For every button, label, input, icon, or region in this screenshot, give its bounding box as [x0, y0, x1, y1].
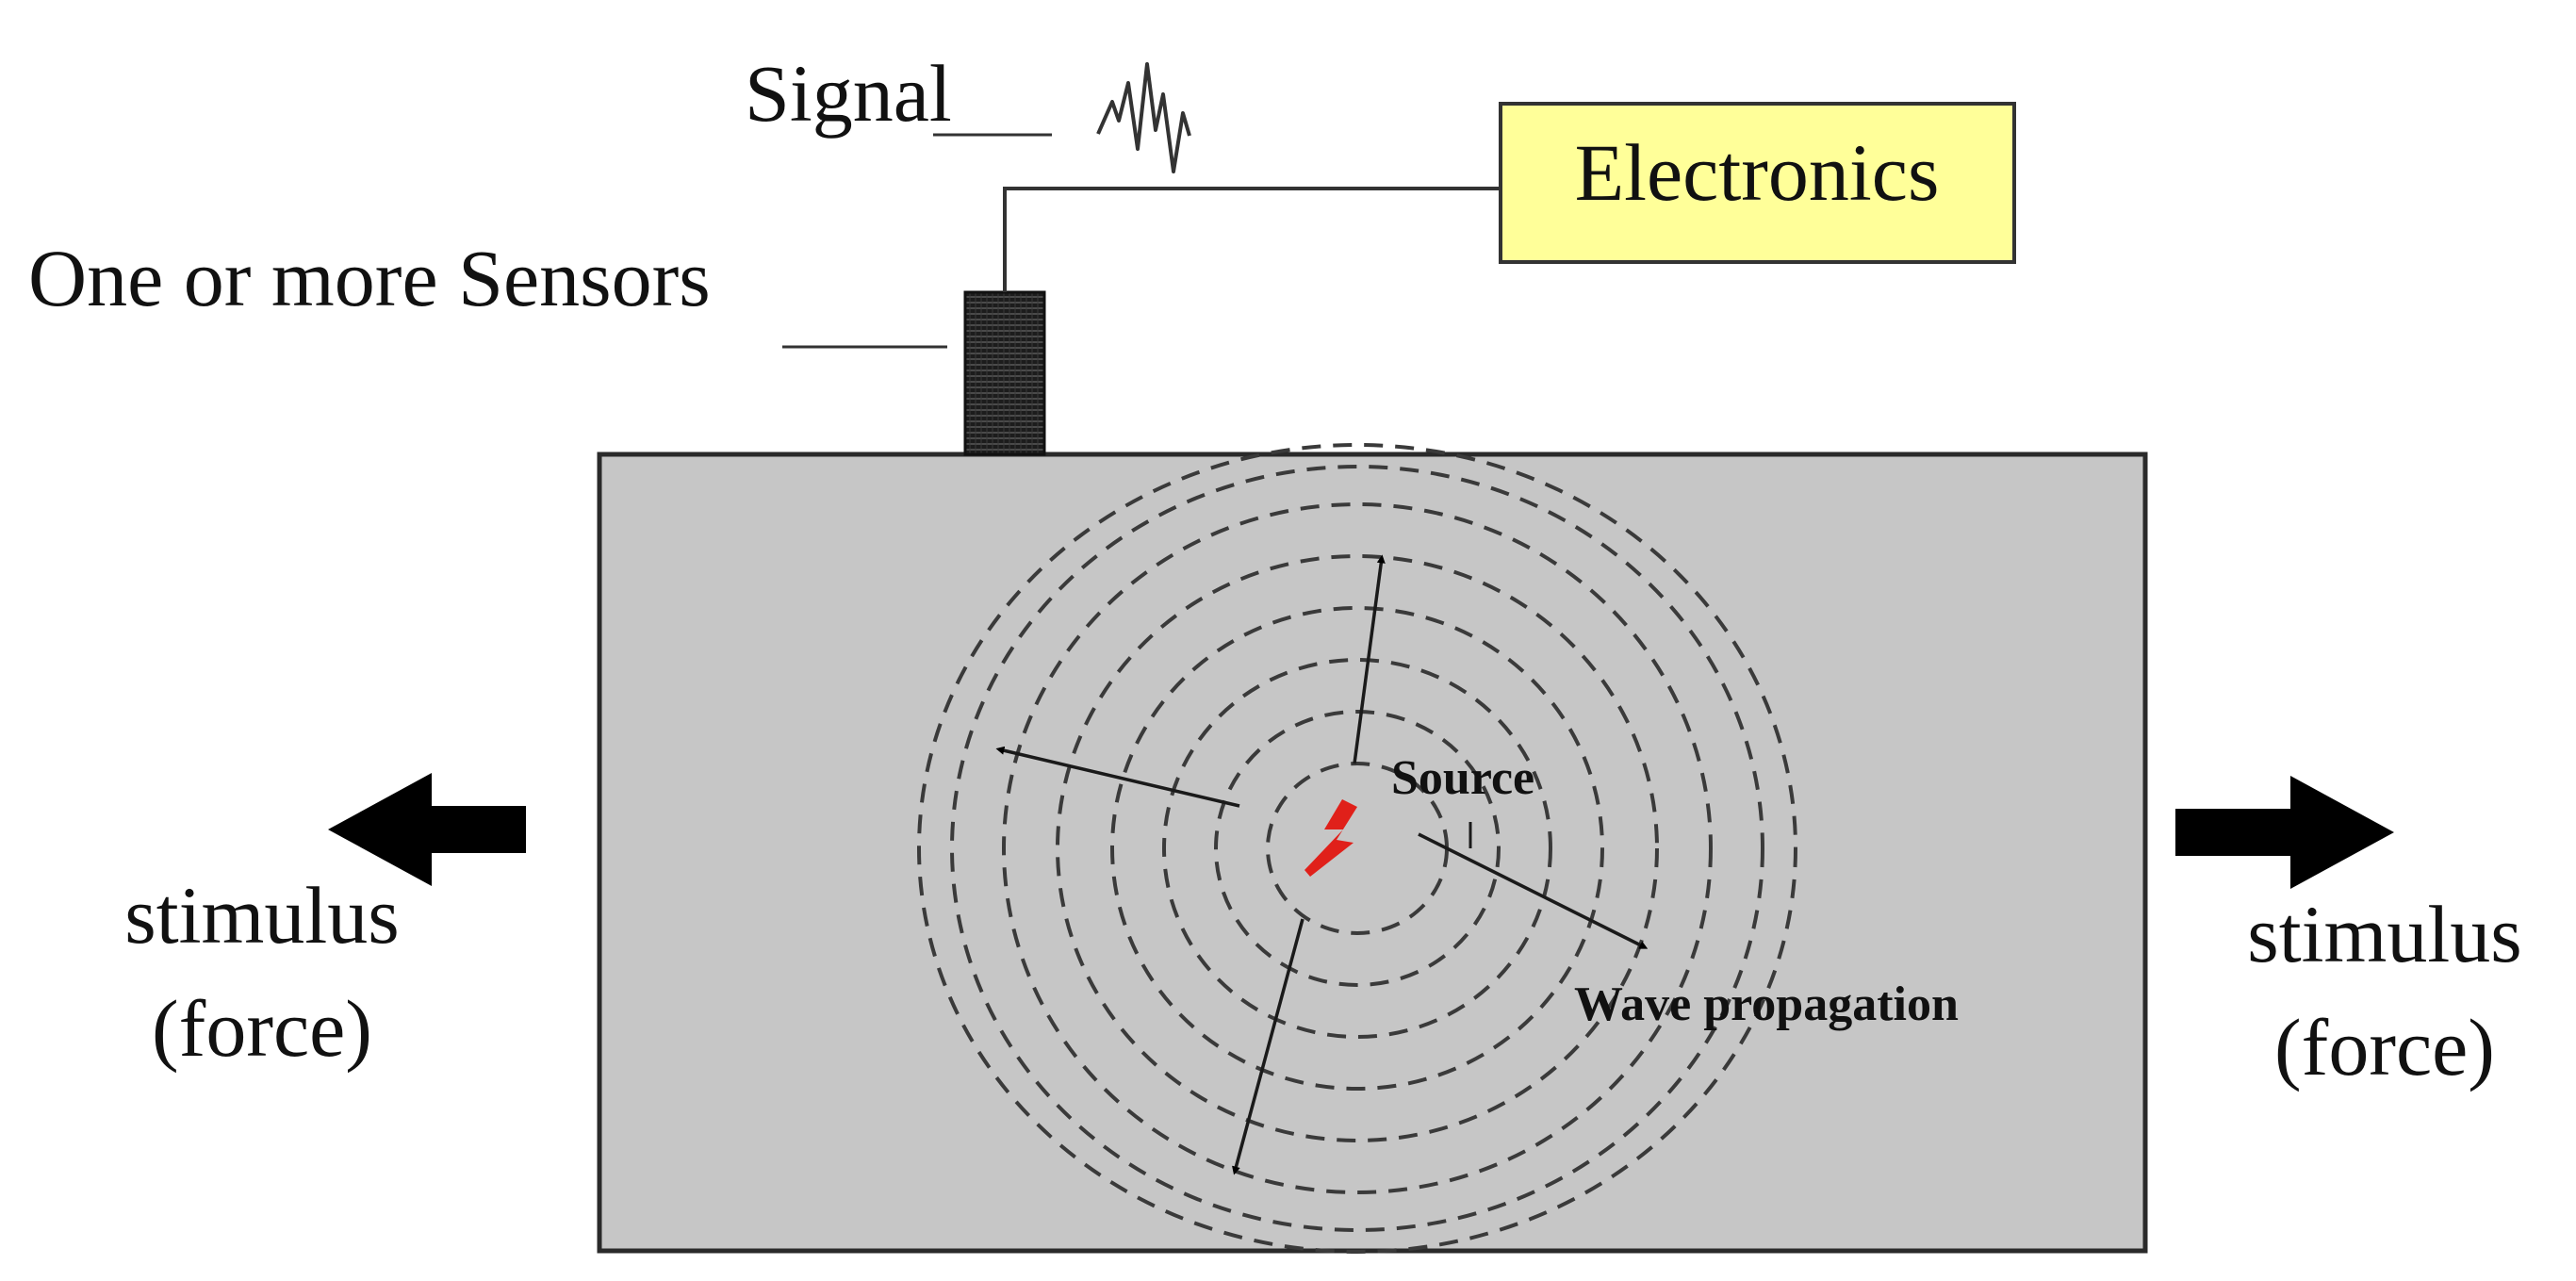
- stimulus-right-line2: (force): [2274, 1002, 2495, 1092]
- wave-front-2: [1214, 710, 1501, 987]
- arrow-right-down: [1418, 832, 1649, 949]
- wave-front-3: [1162, 658, 1552, 1039]
- wave-fronts: [917, 443, 1797, 1254]
- specimen-block: [597, 452, 2148, 1254]
- electronics-box: [1499, 102, 2016, 264]
- signal-label: Signal: [745, 48, 952, 139]
- arrow-left-icon: [328, 773, 526, 886]
- sensors-label: One or more Sensors: [28, 233, 711, 323]
- arrow-down: [1232, 918, 1304, 1175]
- stimulus-right-line1: stimulus: [2247, 889, 2522, 979]
- sensor: [963, 290, 1046, 456]
- wave-front-5: [1056, 554, 1659, 1142]
- wave-front-8: [917, 443, 1797, 1254]
- arrow-up: [1353, 554, 1386, 764]
- lightning-source-icon: [1304, 799, 1357, 877]
- wave-front-7: [950, 465, 1764, 1232]
- source-label: Source: [1391, 751, 1534, 805]
- signal-wire: [1003, 187, 1501, 292]
- stimulus-left-line1: stimulus: [124, 870, 400, 961]
- arrow-left: [995, 746, 1240, 808]
- propagation-arrows: [995, 554, 1649, 1175]
- wave-front-6: [1002, 502, 1713, 1194]
- stimulus-left-line2: (force): [152, 983, 372, 1074]
- zigzag-signal-icon: [1096, 62, 1191, 173]
- electronics-label: Electronics: [1575, 127, 1940, 218]
- wave-propagation-label: Wave propagation: [1574, 977, 1959, 1031]
- wave-front-4: [1110, 606, 1604, 1091]
- arrow-right-icon: [2175, 776, 2394, 889]
